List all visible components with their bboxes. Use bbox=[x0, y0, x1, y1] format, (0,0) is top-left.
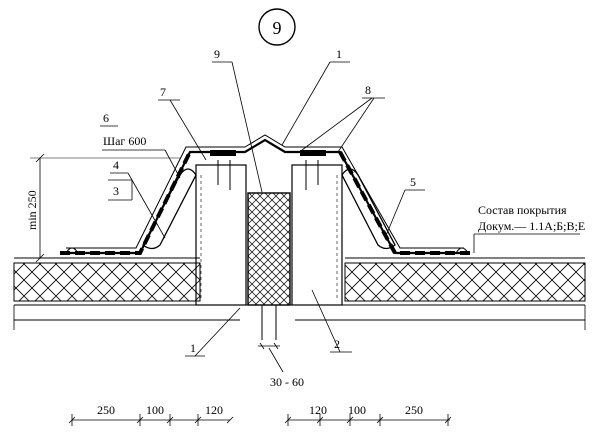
callout-9: 9 bbox=[214, 47, 220, 61]
callout-2: 2 bbox=[334, 337, 340, 351]
dim-left-2: 100 bbox=[146, 403, 164, 417]
bottom-dimensions-right: 120 100 250 bbox=[284, 403, 452, 426]
callout-4: 4 bbox=[113, 158, 119, 172]
callout-5: 5 bbox=[410, 175, 416, 189]
dim-right-3: 250 bbox=[405, 403, 423, 417]
detail-number-marker: 9 bbox=[258, 8, 296, 46]
dim-left-3: 120 bbox=[205, 403, 223, 417]
roof-slab-left bbox=[13, 257, 240, 330]
dim-right-2: 100 bbox=[348, 403, 366, 417]
roof-composition-note: Состав покрытия Докум.— 1.1А;Б;В;Е bbox=[478, 203, 585, 233]
callout-labels: 9 1 8 7 6 Шаг 600 4 3 5 1 2 30 - 60 bbox=[103, 47, 416, 389]
callout-1-top: 1 bbox=[336, 47, 342, 61]
callout-6-note: Шаг 600 bbox=[103, 134, 146, 148]
roof-note-title: Состав покрытия bbox=[478, 203, 567, 217]
leader-lines bbox=[100, 61, 580, 373]
dim-right-1: 120 bbox=[309, 403, 327, 417]
detail-number: 9 bbox=[273, 18, 282, 38]
membrane-cap bbox=[60, 134, 470, 255]
callout-1-bottom: 1 bbox=[190, 341, 196, 355]
roof-slab-right bbox=[295, 257, 586, 330]
side-dimension: min 250 bbox=[25, 153, 180, 263]
dim-left-1: 250 bbox=[97, 403, 115, 417]
joint-core bbox=[195, 164, 343, 350]
callout-7: 7 bbox=[160, 85, 166, 99]
callout-6: 6 bbox=[103, 111, 109, 125]
callout-8: 8 bbox=[365, 83, 371, 97]
bottom-dimensions-left: 250 100 120 bbox=[68, 403, 234, 426]
callout-3: 3 bbox=[113, 184, 119, 198]
gap-dimension-label: 30 - 60 bbox=[270, 375, 304, 389]
roof-note-text: Докум.— 1.1А;Б;В;Е bbox=[478, 219, 585, 233]
side-dimension-label: min 250 bbox=[25, 190, 39, 230]
